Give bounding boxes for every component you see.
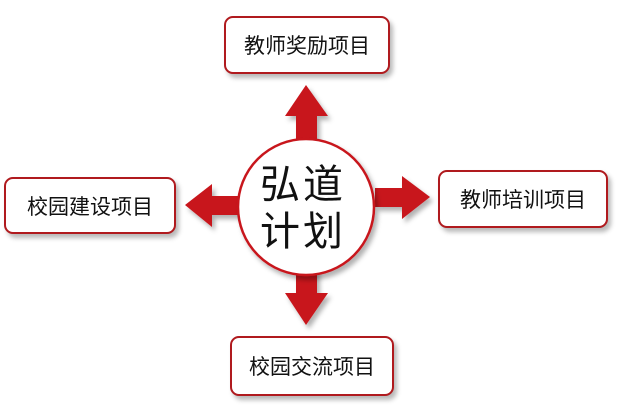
arrow-left [185,184,238,227]
arrow-down [285,268,328,325]
project-box-teacher-training: 教师培训项目 [438,170,608,228]
center-circle [236,137,376,277]
arrow-up [285,85,328,143]
project-label-campus-construction: 校园建设项目 [27,194,153,219]
center-title-line2: 计划 [260,209,346,255]
project-label-teacher-award: 教师奖励项目 [244,34,370,58]
project-box-campus-construction: 校园建设项目 [4,177,176,234]
center-title-line1: 弘道 [260,162,346,208]
project-label-teacher-training: 教师培训项目 [460,188,586,212]
project-box-campus-exchange: 校园交流项目 [230,336,394,396]
project-box-teacher-award: 教师奖励项目 [224,16,390,74]
arrow-right [375,176,430,219]
project-label-campus-exchange: 校园交流项目 [249,355,375,379]
